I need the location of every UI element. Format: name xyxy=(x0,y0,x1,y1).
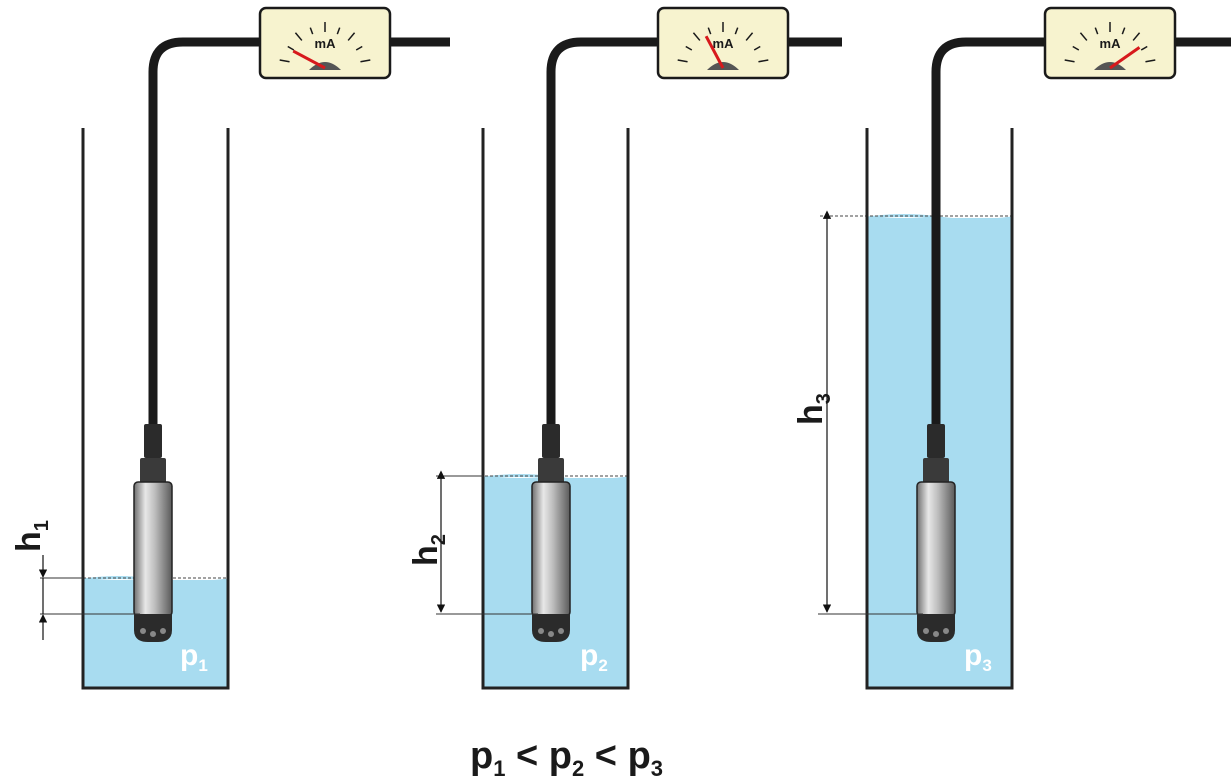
meter-tick xyxy=(1145,59,1156,63)
meter-tick xyxy=(360,59,371,63)
tank-2-probe xyxy=(531,424,571,642)
pressure-comparison-formula: p1 < p2 < p3 xyxy=(470,735,663,778)
meter-tick xyxy=(745,32,754,41)
tank-3-needle xyxy=(1109,46,1141,70)
meter-tick xyxy=(1094,27,1099,35)
svg-text:mA: mA xyxy=(1100,36,1122,51)
tank-3-meter: mA xyxy=(1043,6,1177,80)
tank-1-needle xyxy=(292,49,326,70)
meter-tick xyxy=(294,32,303,41)
meter-tick xyxy=(758,59,769,63)
tank-2-height-label: h2 xyxy=(407,534,450,566)
meter-tick xyxy=(287,45,295,51)
svg-text:mA: mA xyxy=(713,36,735,51)
tank-3-walls xyxy=(865,128,1014,690)
tank-2-cable xyxy=(546,37,842,425)
tank-2-pressure-label: p2 xyxy=(580,639,608,675)
meter-tick xyxy=(677,59,688,63)
tank-1-walls xyxy=(81,128,230,690)
meter-tick xyxy=(685,45,693,51)
tank-1-height-label: h1 xyxy=(10,520,53,552)
meter-tick xyxy=(347,32,356,41)
tank-2-meter: mA xyxy=(656,6,790,80)
meter-tick xyxy=(1072,45,1080,51)
meter-tick xyxy=(1121,27,1126,35)
meter-tick xyxy=(734,27,739,35)
tank-1-meter: mA xyxy=(258,6,392,80)
meter-tick xyxy=(692,32,701,41)
meter-tick xyxy=(279,59,290,63)
tank-1-probe xyxy=(133,424,173,642)
tank-2-needle xyxy=(704,35,725,69)
tank-3-height-label: h3 xyxy=(792,393,835,425)
meter-tick xyxy=(309,27,314,35)
tank-3-pressure-label: p3 xyxy=(964,639,992,675)
tank-3-probe xyxy=(916,424,956,642)
meter-tick xyxy=(707,27,712,35)
meter-tick xyxy=(1079,32,1088,41)
meter-tick xyxy=(1132,32,1141,41)
tank-2: h2 p2 mA xyxy=(407,6,842,690)
meter-tick xyxy=(336,27,341,35)
meter-tick xyxy=(1140,45,1148,51)
meter-tick xyxy=(753,45,761,51)
tank-1: h1 p1 mA xyxy=(10,6,450,690)
tank-1-cable xyxy=(148,37,450,425)
svg-text:mA: mA xyxy=(315,36,337,51)
meter-tick xyxy=(355,45,363,51)
tank-3-cable xyxy=(931,37,1231,425)
tank-1-pressure-label: p1 xyxy=(180,639,208,675)
tank-2-walls xyxy=(481,128,630,690)
meter-tick xyxy=(1064,59,1075,63)
tank-3: h3 p3 mA xyxy=(792,6,1231,690)
